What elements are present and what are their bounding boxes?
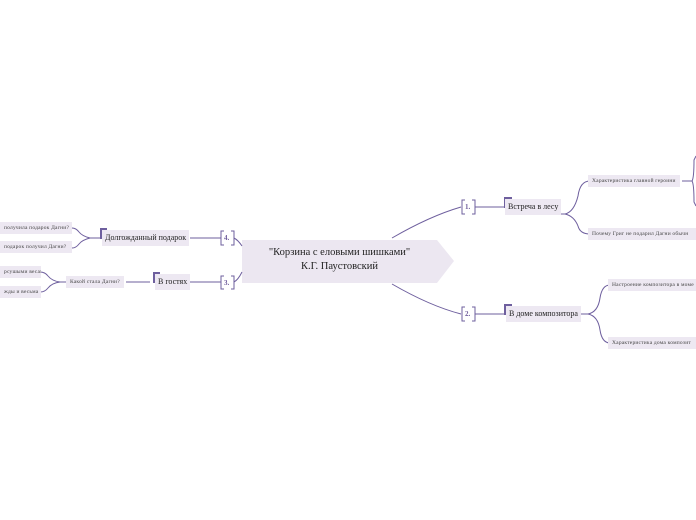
- subtopic-partial-1[interactable]: рсушыми весами: [0, 266, 41, 278]
- connector-center-to-2: [391, 283, 462, 315]
- subtopic-heroine-characteristic[interactable]: Характеристика главной героини: [588, 175, 680, 187]
- branch-number-2: 2.: [465, 310, 471, 318]
- branch-node-long-awaited-gift[interactable]: Долгожданный подарок: [102, 230, 190, 246]
- central-node[interactable]: "Корзина с еловыми шишками" К.Г. Паустов…: [242, 240, 454, 283]
- branch-number-4: 4.: [224, 234, 230, 242]
- connector-center-to-4: [233, 237, 243, 247]
- subtopic-partial-2[interactable]: жды и весьма: [0, 286, 41, 298]
- connector-center-to-1: [391, 206, 462, 239]
- branch-number-1: 1.: [465, 203, 471, 211]
- subtopic-gift-received[interactable]: получила подарок Дагни?: [0, 222, 72, 234]
- subtopic-gift-received-2[interactable]: подарок получил Дагни?: [0, 241, 72, 253]
- branch-node-meeting-in-forest[interactable]: Встреча в лесу: [505, 199, 562, 215]
- branch-node-composer-house[interactable]: В доме композитора: [506, 306, 581, 322]
- subtopic-what-dagny-became[interactable]: Какой стала Дагни?: [66, 276, 124, 288]
- connector-center-to-3: [233, 271, 243, 283]
- subtopic-why-grieg-no-gift[interactable]: Почему Григ не подарил Дагни обычн: [588, 228, 696, 240]
- branch-node-visiting[interactable]: В гостях: [155, 274, 191, 290]
- central-title-line1: "Корзина с еловыми шишками": [268, 247, 411, 258]
- central-node-shape: [242, 240, 454, 283]
- subtopic-house-characteristic[interactable]: Характеристика дома композит: [608, 337, 696, 349]
- central-title: "Корзина с еловыми шишками" К.Г. Паустов…: [242, 246, 437, 274]
- branch-number-3: 3.: [224, 279, 230, 287]
- subtopic-composer-mood[interactable]: Настроение композитора в моме: [608, 279, 696, 291]
- central-title-line2: К.Г. Паустовский: [301, 261, 378, 272]
